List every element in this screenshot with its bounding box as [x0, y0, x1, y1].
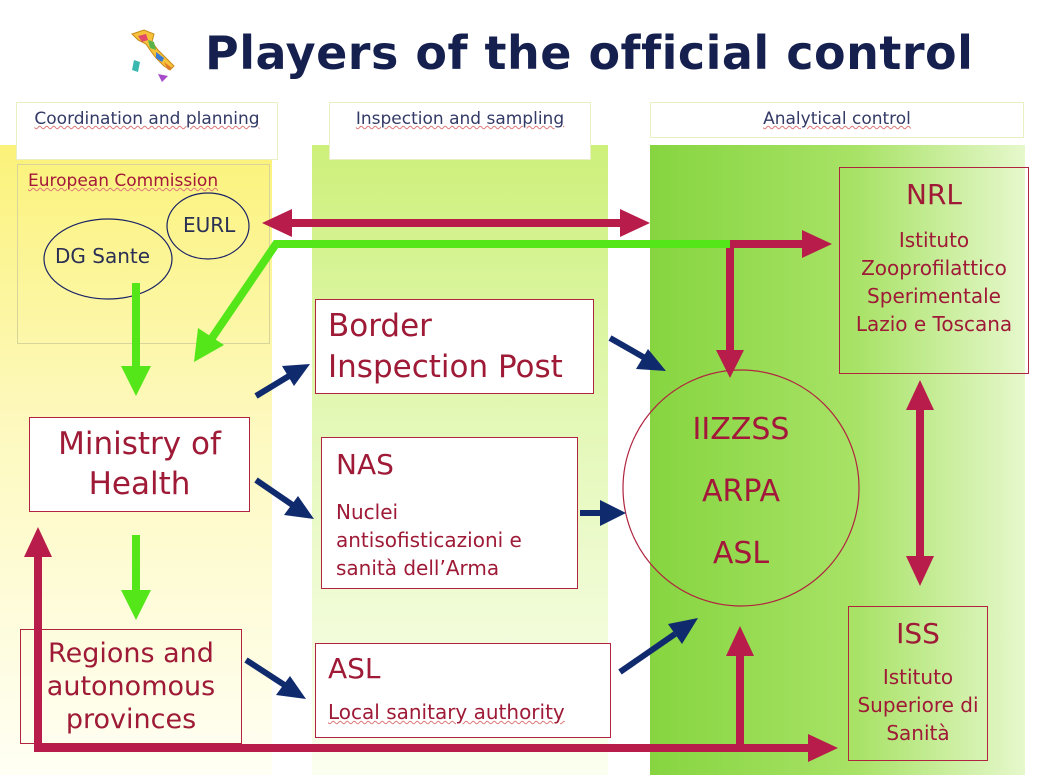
ec-feedback-arrow	[208, 240, 730, 341]
iss-title: ISS	[896, 617, 940, 650]
nrl-iss-arrowhead-bottom	[906, 556, 934, 586]
lab-arpa-label: ARPA	[701, 474, 781, 509]
green-arrows	[121, 240, 730, 620]
red-arrows	[24, 209, 934, 762]
nas-to-lab-arrowhead	[600, 500, 626, 526]
eurl-ellipse	[166, 192, 250, 260]
lab-asl-label: ASL	[712, 536, 770, 571]
bip-to-lab-arrow	[608, 335, 647, 361]
loop-arrowhead-up	[24, 527, 52, 557]
regions-box: Regions and autonomous provinces	[20, 629, 242, 744]
asl-to-lab-arrowhead	[668, 618, 698, 644]
nrl-title: NRL	[906, 178, 962, 211]
bip-to-lab-arrowhead	[636, 349, 666, 371]
asl-box: ASL Local sanitary authority	[315, 643, 611, 738]
navy-arrows	[244, 335, 698, 699]
coordination-header: Coordination and planning	[16, 102, 278, 160]
iss-box: ISS Istituto Superiore di Sanità	[848, 606, 988, 761]
nas-title: NAS	[336, 448, 394, 481]
analytical-column	[650, 145, 1025, 775]
nrl-iss-arrowhead-top	[906, 380, 934, 410]
ministry-to-nas-arrowhead	[284, 496, 314, 519]
eurl-lab-arrowhead-left	[262, 209, 292, 237]
asl-title: ASL	[328, 652, 381, 685]
dg-sante-to-ministry-arrowhead	[121, 366, 151, 396]
border-inspection-post-box: Border Inspection Post	[315, 299, 594, 394]
ministry-of-health-label: Ministry of Health	[58, 426, 221, 502]
border-inspection-post-label: Border Inspection Post	[328, 308, 563, 385]
regions-label: Regions and autonomous provinces	[46, 638, 216, 735]
loop-arrowhead-right	[808, 734, 838, 762]
regions-to-asl-arrowhead	[276, 676, 306, 699]
ministry-to-nas-arrow	[254, 477, 296, 509]
italy-map-icon	[131, 29, 175, 82]
lab-iizzss-label: IIZZSS	[692, 412, 790, 447]
nrl-box: NRL Istituto Zooprofilattico Sperimental…	[839, 167, 1029, 374]
to-nrl-arrowhead	[802, 230, 832, 258]
nrl-to-lab-arrowhead	[716, 350, 744, 378]
ministry-to-bip-arrow	[254, 373, 291, 399]
ministry-to-bip-arrowhead	[282, 364, 310, 386]
iss-description: Istituto Superiore di Sanità	[857, 665, 979, 745]
regions-to-iss-loop-arrow	[34, 553, 812, 752]
asl-description: Local sanitary authority	[328, 700, 565, 724]
ministry-to-regions-arrowhead	[121, 590, 151, 620]
analytical-header: Analytical control	[650, 102, 1024, 138]
bottom-to-lab-arrowhead	[726, 626, 754, 656]
european-commission-label: European Commission	[28, 171, 219, 191]
nrl-description: Istituto Zooprofilattico Sperimentale La…	[855, 228, 1013, 336]
nas-description: Nuclei antisofisticazioni e sanità dell’…	[336, 500, 522, 580]
dg-sante-ellipse	[43, 218, 173, 300]
page-title: Players of the official control	[205, 26, 974, 80]
eurl-lab-arrowhead-right	[620, 209, 650, 237]
regions-to-asl-arrow	[244, 657, 288, 689]
nas-box: NAS Nuclei antisofisticazioni e sanità d…	[321, 437, 578, 589]
eurl-label: EURL	[183, 213, 236, 237]
dg-sante-label: DG Sante	[55, 244, 151, 268]
inspection-header: Inspection and sampling	[329, 102, 591, 160]
ministry-of-health-box: Ministry of Health	[29, 417, 250, 512]
ec-feedback-arrowhead	[194, 328, 224, 362]
asl-to-lab-arrow	[618, 631, 677, 675]
